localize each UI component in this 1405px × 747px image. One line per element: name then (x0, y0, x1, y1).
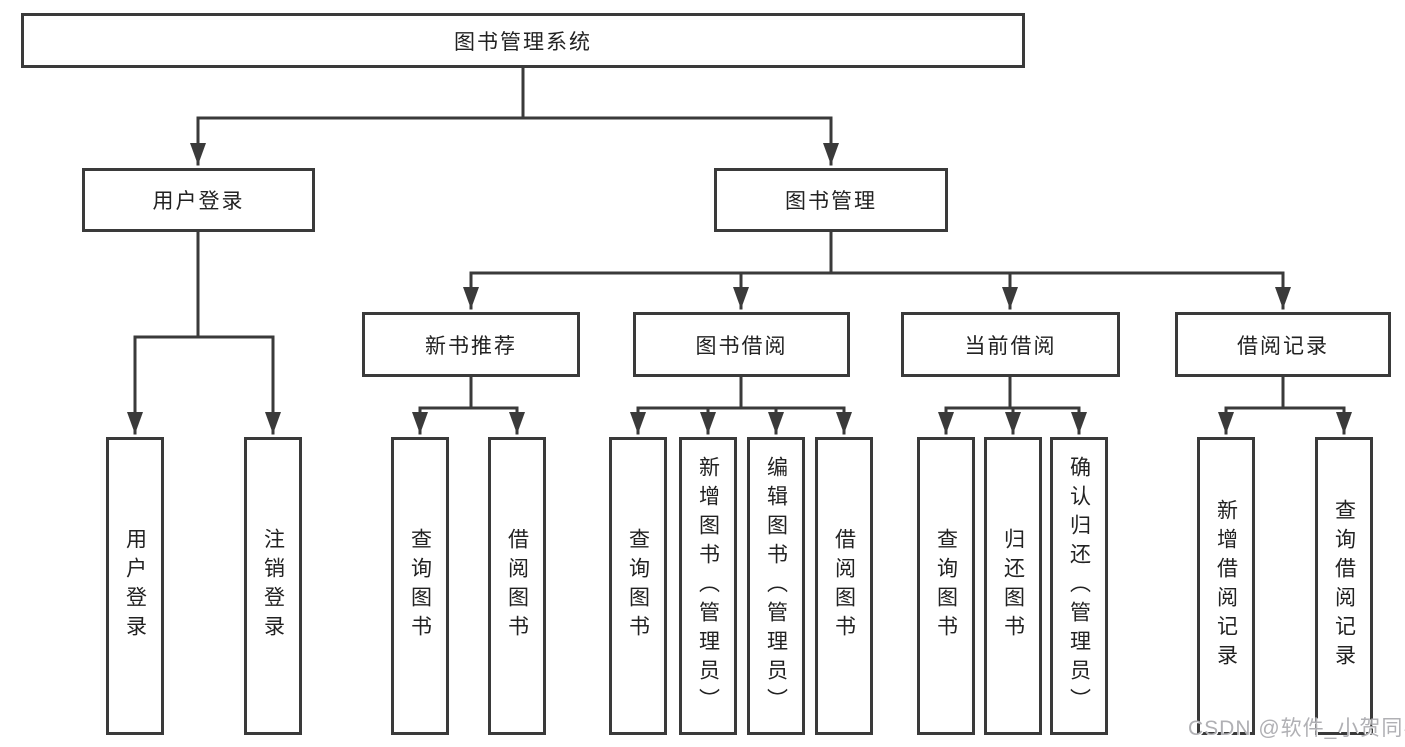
node-library-system-label: 图书管理系统 (454, 30, 592, 54)
node-borrow-records: 借阅记录 (1175, 312, 1391, 377)
node-current-borrow-label: 当前借阅 (964, 334, 1057, 358)
leaf-borrow-books-1-label: 借阅图书 (505, 528, 529, 644)
node-book-borrow-label: 图书借阅 (695, 334, 788, 358)
node-book-management: 图书管理 (714, 168, 948, 232)
node-book-management-label: 图书管理 (785, 190, 877, 213)
leaf-query-books-1: 查询图书 (391, 437, 449, 735)
leaf-user-login-label: 用户登录 (123, 528, 147, 644)
node-borrow-records-label: 借阅记录 (1237, 334, 1329, 358)
leaf-confirm-return-admin: 确认归还（管理员） (1050, 437, 1108, 735)
leaf-add-book-admin-label: 新增图书（管理员） (696, 455, 720, 717)
node-book-borrow: 图书借阅 (633, 312, 850, 377)
watermark: CSDN @软件_小贺同学 (1188, 717, 1405, 740)
leaf-borrow-books-2-label: 借阅图书 (832, 528, 856, 644)
leaf-logout-label: 注销登录 (261, 528, 285, 644)
leaf-confirm-return-admin-label: 确认归还（管理员） (1067, 455, 1091, 717)
leaf-query-books-1-label: 查询图书 (408, 528, 432, 644)
leaf-query-books-3-label: 查询图书 (934, 528, 958, 644)
leaf-query-borrow-record: 查询借阅记录 (1315, 437, 1373, 735)
node-library-system: 图书管理系统 (21, 13, 1025, 68)
leaf-add-borrow-record: 新增借阅记录 (1197, 437, 1255, 735)
node-current-borrow: 当前借阅 (901, 312, 1120, 377)
leaf-edit-book-admin-label: 编辑图书（管理员） (764, 455, 788, 717)
leaf-borrow-books-1: 借阅图书 (488, 437, 546, 735)
leaf-query-books-2-label: 查询图书 (626, 528, 650, 644)
leaf-edit-book-admin: 编辑图书（管理员） (747, 437, 805, 735)
node-user-login-group: 用户登录 (82, 168, 315, 232)
leaf-logout: 注销登录 (244, 437, 302, 735)
leaf-add-book-admin: 新增图书（管理员） (679, 437, 737, 735)
leaf-borrow-books-2: 借阅图书 (815, 437, 873, 735)
node-new-book-recommend: 新书推荐 (362, 312, 580, 377)
node-user-login-group-label: 用户登录 (152, 190, 245, 213)
leaf-add-borrow-record-label: 新增借阅记录 (1214, 499, 1238, 673)
leaf-return-book: 归还图书 (984, 437, 1042, 735)
node-new-book-recommend-label: 新书推荐 (425, 334, 517, 358)
leaf-user-login: 用户登录 (106, 437, 164, 735)
leaf-query-books-2: 查询图书 (609, 437, 667, 735)
leaf-query-books-3: 查询图书 (917, 437, 975, 735)
leaf-return-book-label: 归还图书 (1001, 528, 1025, 644)
leaf-query-borrow-record-label: 查询借阅记录 (1332, 499, 1356, 673)
